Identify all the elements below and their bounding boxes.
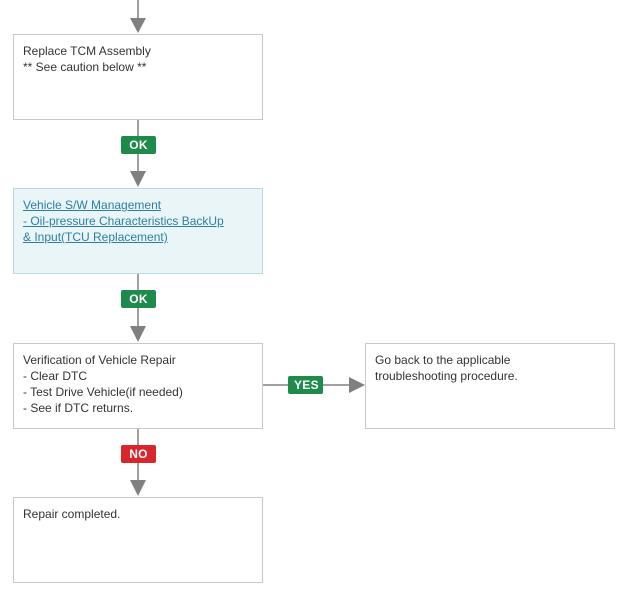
connector-yes-arrowhead: [349, 377, 365, 393]
repair-completed-text: Repair completed.: [23, 507, 121, 521]
connector-replace-to-sw-arrowhead: [130, 171, 146, 187]
tcu-replacement-input-link[interactable]: & Input(TCU Replacement): [23, 230, 168, 244]
go-back-line-2: troubleshooting procedure.: [375, 369, 518, 383]
no-badge: NO: [121, 445, 156, 463]
ok-badge-2: OK: [121, 290, 156, 308]
go-back-line-1: Go back to the applicable: [375, 353, 511, 367]
verification-clear-dtc: - Clear DTC: [23, 369, 88, 383]
step-replace-tcm-title: Replace TCM Assembly: [23, 44, 151, 58]
step-replace-tcm-caution: ** See caution below **: [23, 60, 147, 74]
step-verification: Verification of Vehicle Repair - Clear D…: [13, 343, 263, 429]
connector-no-arrowhead: [130, 480, 146, 496]
connector-top-arrowhead: [130, 18, 146, 33]
verification-title: Verification of Vehicle Repair: [23, 353, 176, 367]
verification-test-drive: - Test Drive Vehicle(if needed): [23, 385, 183, 399]
sw-management-link[interactable]: Vehicle S/W Management: [23, 198, 162, 212]
yes-badge: YES: [288, 376, 323, 394]
step-sw-management: Vehicle S/W Management - Oil-pressure Ch…: [13, 188, 263, 274]
step-replace-tcm: Replace TCM Assembly ** See caution belo…: [13, 34, 263, 120]
step-go-back: Go back to the applicable troubleshootin…: [365, 343, 615, 429]
oil-pressure-backup-link[interactable]: - Oil-pressure Characteristics BackUp: [23, 214, 224, 228]
verification-dtc-returns: - See if DTC returns.: [23, 401, 134, 415]
connector-sw-to-verification-arrowhead: [130, 326, 146, 342]
ok-badge-1: OK: [121, 136, 156, 154]
step-repair-completed: Repair completed.: [13, 497, 263, 583]
